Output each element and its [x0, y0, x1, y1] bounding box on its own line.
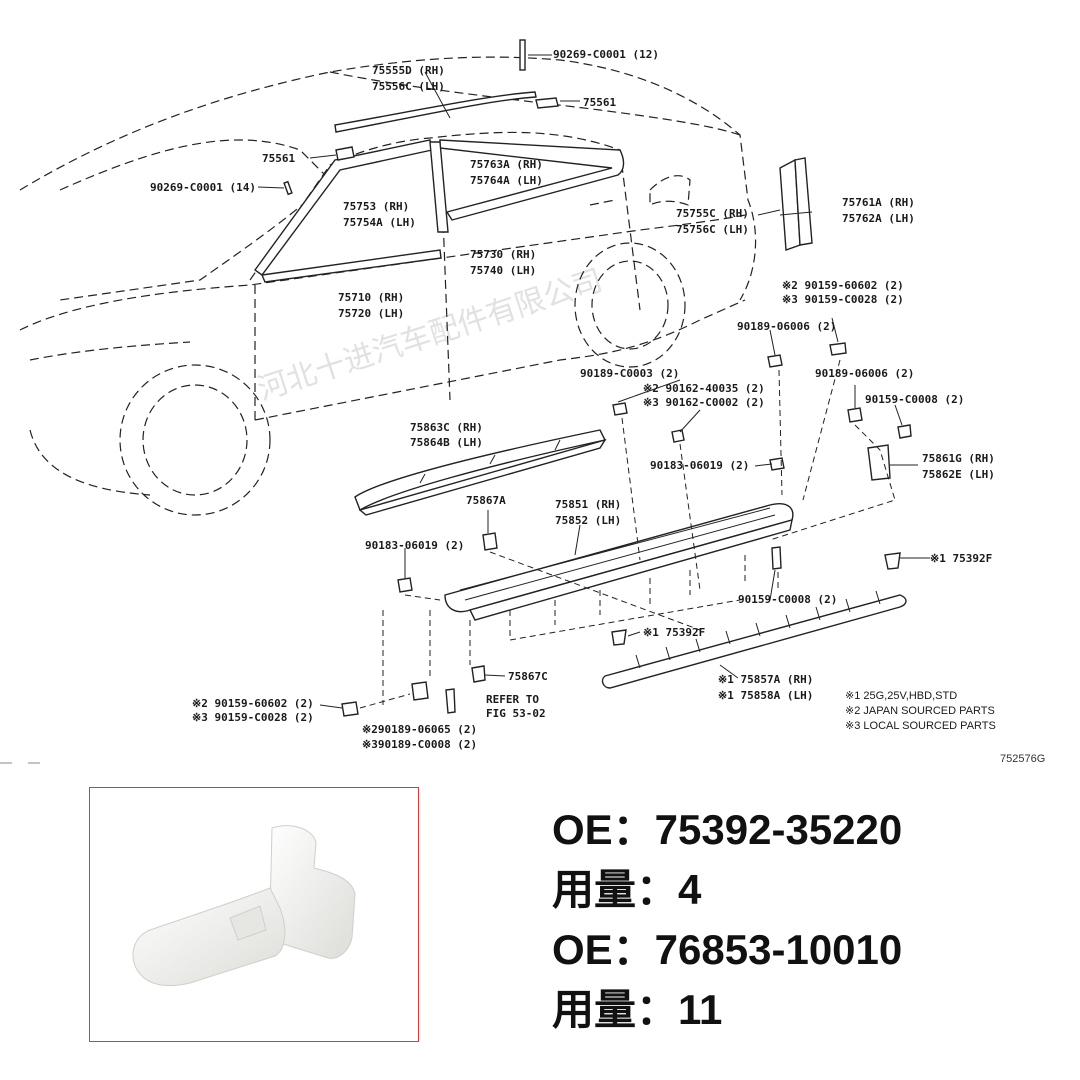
window-mouldings [254, 91, 625, 283]
callout-label: 75852 (LH) [555, 514, 621, 527]
callout-label: 75754A (LH) [343, 216, 416, 229]
note-line: ※1 25G,25V,HBD,STD [845, 690, 957, 702]
callout-label: REFER TO [486, 693, 539, 706]
callout-label: ※390189-C0008 (2) [362, 738, 477, 751]
product-photo-frame [89, 787, 419, 1042]
note-line: ※3 LOCAL SOURCED PARTS [845, 720, 996, 732]
oe-number-2: OE：76853-10010 [552, 926, 903, 973]
figure-code: 752576G [1000, 753, 1045, 765]
rear-sill-extension [354, 429, 607, 516]
callout-label: 75864B (LH) [410, 436, 483, 449]
callout-label: 75753 (RH) [343, 200, 409, 213]
callout-labels: 90269-C0001 (12) 75555D (RH) 75556C (LH)… [150, 48, 995, 751]
leader-lines [257, 54, 930, 709]
callout-label: 75755C (RH) [676, 207, 749, 220]
callout-label: 90189-C0003 (2) [580, 367, 679, 380]
notes: ※1 25G,25V,HBD,STD ※2 JAPAN SOURCED PART… [845, 690, 996, 732]
callout-label: 75851 (RH) [555, 498, 621, 511]
callout-label: 75556C (LH) [372, 80, 445, 93]
callout-label: FIG 53-02 [486, 707, 546, 720]
clip-photo [132, 825, 356, 987]
roof-clips [283, 39, 559, 196]
callout-label: 75720 (LH) [338, 307, 404, 320]
callout-label: 75862E (LH) [922, 468, 995, 481]
rocker-panel [444, 503, 794, 621]
car-outline [19, 56, 757, 516]
callout-label: 90269-C0001 (12) [553, 48, 659, 61]
callout-label: 75730 (RH) [470, 248, 536, 261]
note-line: ※2 JAPAN SOURCED PARTS [845, 705, 995, 717]
callout-label: 75867C [508, 670, 548, 683]
callout-label: 90183-06019 (2) [365, 539, 464, 552]
callout-label: 75763A (RH) [470, 158, 543, 171]
callout-label: 90183-06019 (2) [650, 459, 749, 472]
callout-label: 75756C (LH) [676, 223, 749, 236]
callout-label: ※3 90159-C0028 (2) [782, 293, 904, 306]
callout-label: 75761A (RH) [842, 196, 915, 209]
callout-label: 75762A (LH) [842, 212, 915, 225]
callout-label: 90189-06006 (2) [737, 320, 836, 333]
quantity-1: 用量：4 [552, 866, 702, 913]
callout-label: 75561 [583, 96, 616, 109]
callout-label: ※290189-06065 (2) [362, 723, 477, 736]
callout-label: ※1 75857A (RH) [718, 673, 813, 686]
clip-leg [132, 887, 286, 987]
callout-label: ※2 90159-60602 (2) [192, 697, 314, 710]
callout-label: ※3 90162-C0002 (2) [643, 396, 765, 409]
fasteners [341, 342, 912, 717]
callout-label: 75555D (RH) [372, 64, 445, 77]
clip-slot [229, 905, 267, 941]
watermark: 河北十进汽车配件有限公司 [254, 263, 607, 408]
callout-label: 75863C (RH) [410, 421, 483, 434]
part-info: OE：75392-35220 用量：4 OE：76853-10010 用量：11 [552, 800, 902, 1040]
callout-label: 90189-06006 (2) [815, 367, 914, 380]
callout-label: 75561 [262, 152, 295, 165]
pillar-garnish [779, 157, 813, 251]
oe-number-1: OE：75392-35220 [552, 806, 903, 853]
callout-label: ※2 90162-40035 (2) [643, 382, 765, 395]
callout-label: 90159-C0008 (2) [738, 593, 837, 606]
callout-label: ※1 75392F [930, 552, 992, 565]
callout-label: 75740 (LH) [470, 264, 536, 277]
callout-label: 75867A [466, 494, 506, 507]
callout-label: 90159-C0008 (2) [865, 393, 964, 406]
callout-label: ※2 90159-60602 (2) [782, 279, 904, 292]
callout-label: ※1 75392F [643, 626, 705, 639]
parts-diagram: 河北十进汽车配件有限公司 [0, 39, 1045, 765]
callout-label: 75861G (RH) [922, 452, 995, 465]
callout-label: ※3 90159-C0028 (2) [192, 711, 314, 724]
callout-label: 75764A (LH) [470, 174, 543, 187]
callout-label: ※1 75858A (LH) [718, 689, 813, 702]
lower-moulding [601, 590, 907, 689]
quantity-2: 用量：11 [552, 986, 723, 1033]
callout-label: 90269-C0001 (14) [150, 181, 256, 194]
assembly-lines [359, 359, 896, 709]
callout-label: 75710 (RH) [338, 291, 404, 304]
